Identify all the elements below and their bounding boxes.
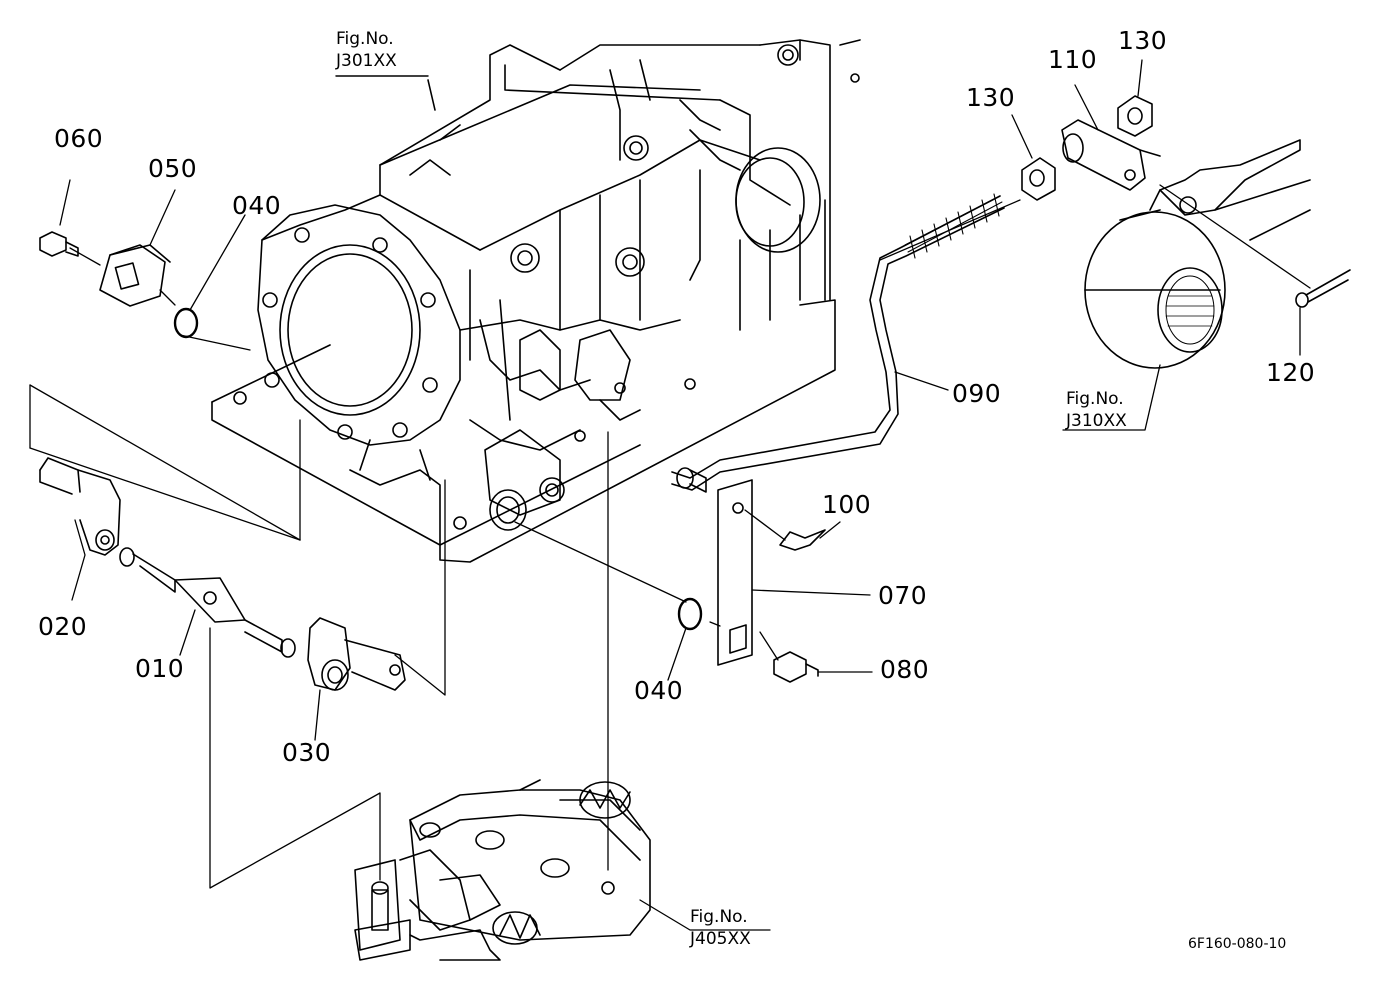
- label-100: 100: [822, 490, 872, 519]
- fig-ref-j405xx-line1: Fig.No.: [690, 907, 748, 927]
- nut-130-upper: [1117, 95, 1153, 137]
- transmission-housing: [211, 39, 861, 563]
- label-130-upper: 130: [1118, 26, 1168, 55]
- label-070: 070: [878, 581, 928, 610]
- fig-ref-j405xx: Fig.No. J405XX: [690, 906, 751, 950]
- label-020: 020: [38, 612, 88, 641]
- clip-100: [779, 529, 826, 551]
- label-080: 080: [880, 655, 930, 684]
- link-plate-070: [717, 479, 753, 666]
- label-050: 050: [148, 154, 198, 183]
- fig-ref-j301xx-line1: Fig.No.: [336, 29, 394, 49]
- lift-arm-assembly: [1084, 139, 1311, 369]
- fig-ref-j405xx-line2: J405XX: [690, 929, 751, 949]
- j301-leader: [427, 79, 436, 111]
- label-130-lower: 130: [966, 83, 1016, 112]
- label-030: 030: [282, 738, 332, 767]
- label-040-upper: 040: [232, 191, 282, 220]
- plate-050: [99, 244, 171, 307]
- rod-010: [119, 547, 296, 658]
- label-110: 110: [1048, 45, 1098, 74]
- fig-ref-j310xx-line2: J310XX: [1066, 411, 1127, 431]
- control-valve: [354, 779, 651, 961]
- bolt-080: [773, 651, 819, 683]
- cotter-pin-120: [1295, 269, 1351, 308]
- label-010: 010: [135, 654, 185, 683]
- bolt-060: [39, 231, 79, 257]
- joint-110: [1061, 119, 1161, 191]
- label-060: 060: [54, 124, 104, 153]
- assembly-lines: [29, 184, 1311, 889]
- diagram-code: 6F160-080-10: [1188, 936, 1287, 952]
- fig-ref-j301xx: Fig.No. J301XX: [336, 28, 397, 72]
- o-ring-040-lower: [677, 597, 703, 631]
- fig-ref-j310xx: Fig.No. J310XX: [1066, 388, 1127, 432]
- nut-130-lower: [1021, 157, 1056, 201]
- o-ring-040-upper: [173, 307, 199, 339]
- label-120: 120: [1266, 358, 1316, 387]
- label-040-lower: 040: [634, 676, 684, 705]
- fig-ref-j301xx-line2: J301XX: [336, 51, 397, 71]
- lever-020: [39, 457, 121, 556]
- rod-090: [671, 193, 1005, 493]
- label-090: 090: [952, 379, 1002, 408]
- fig-ref-j310xx-line1: Fig.No.: [1066, 389, 1124, 409]
- lever-030: [307, 617, 406, 691]
